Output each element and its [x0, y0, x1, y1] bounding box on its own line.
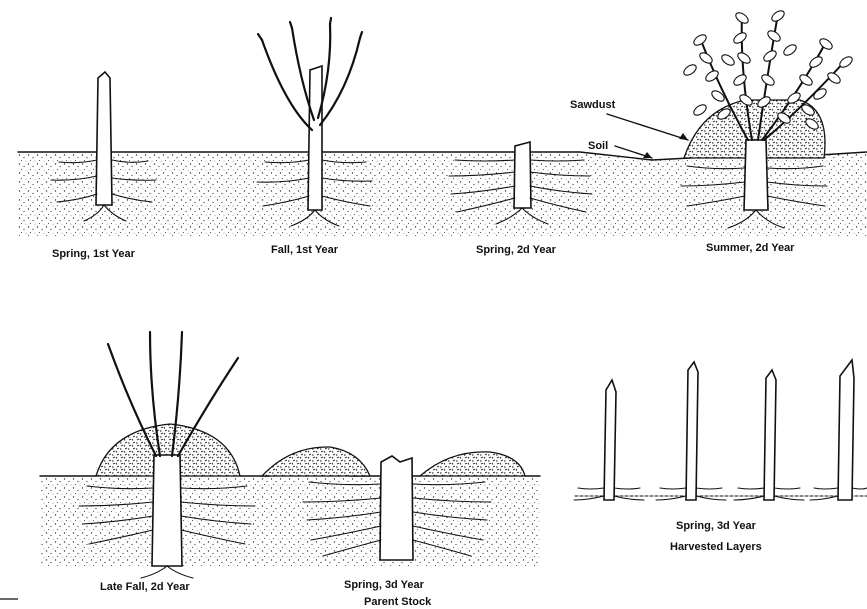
leaf	[732, 73, 748, 88]
harvested-layer-2	[656, 362, 726, 500]
leaf	[818, 37, 834, 52]
harvested-layer-3	[734, 370, 804, 500]
leaf	[736, 51, 752, 66]
trunk	[96, 72, 112, 205]
caption-spring-3d-year-harvested-line2: Harvested Layers	[670, 541, 762, 553]
sawdust-label: Sawdust	[570, 99, 616, 111]
leaf	[762, 49, 778, 64]
caption-late-fall-2d-year: Late Fall, 2d Year	[100, 581, 190, 593]
harvested-layer-1	[574, 380, 644, 500]
caption-spring-3d-year-harvested-line1: Spring, 3d Year	[676, 520, 757, 532]
leaf	[682, 63, 698, 78]
leaf	[770, 9, 786, 24]
stump	[514, 142, 531, 208]
leaf	[698, 51, 714, 66]
harvested-layer-4	[810, 360, 867, 500]
trunk	[308, 66, 322, 210]
leaf	[766, 29, 782, 44]
trunk	[152, 455, 182, 566]
caption-spring-3d-year-parent-line2: Parent Stock	[364, 596, 432, 608]
leaf	[734, 11, 750, 26]
trunk	[744, 140, 768, 210]
stump	[380, 456, 413, 560]
caption-summer-2d-year: Summer, 2d Year	[706, 242, 795, 254]
leaf	[692, 103, 708, 118]
leaf	[826, 71, 842, 86]
leaf	[732, 31, 748, 46]
leaf	[812, 87, 828, 102]
sawdust-heap-right	[420, 452, 525, 476]
caption-fall-1st-year: Fall, 1st Year	[271, 244, 339, 256]
caption-spring-2d-year: Spring, 2d Year	[476, 244, 557, 256]
leaf	[808, 55, 824, 70]
caption-spring-3d-year-parent-line1: Spring, 3d Year	[344, 579, 425, 591]
leaf	[782, 43, 798, 58]
sawdust-arrow	[607, 114, 688, 140]
caption-spring-1st-year: Spring, 1st Year	[52, 248, 136, 260]
sawdust-heap-left	[262, 447, 370, 476]
leaf	[720, 53, 736, 68]
leaf	[692, 33, 708, 48]
panel-spring-3d-year-harvested: Spring, 3d Year Harvested Layers	[574, 360, 867, 553]
soil-label: Soil	[588, 140, 608, 152]
leaf	[760, 73, 776, 88]
